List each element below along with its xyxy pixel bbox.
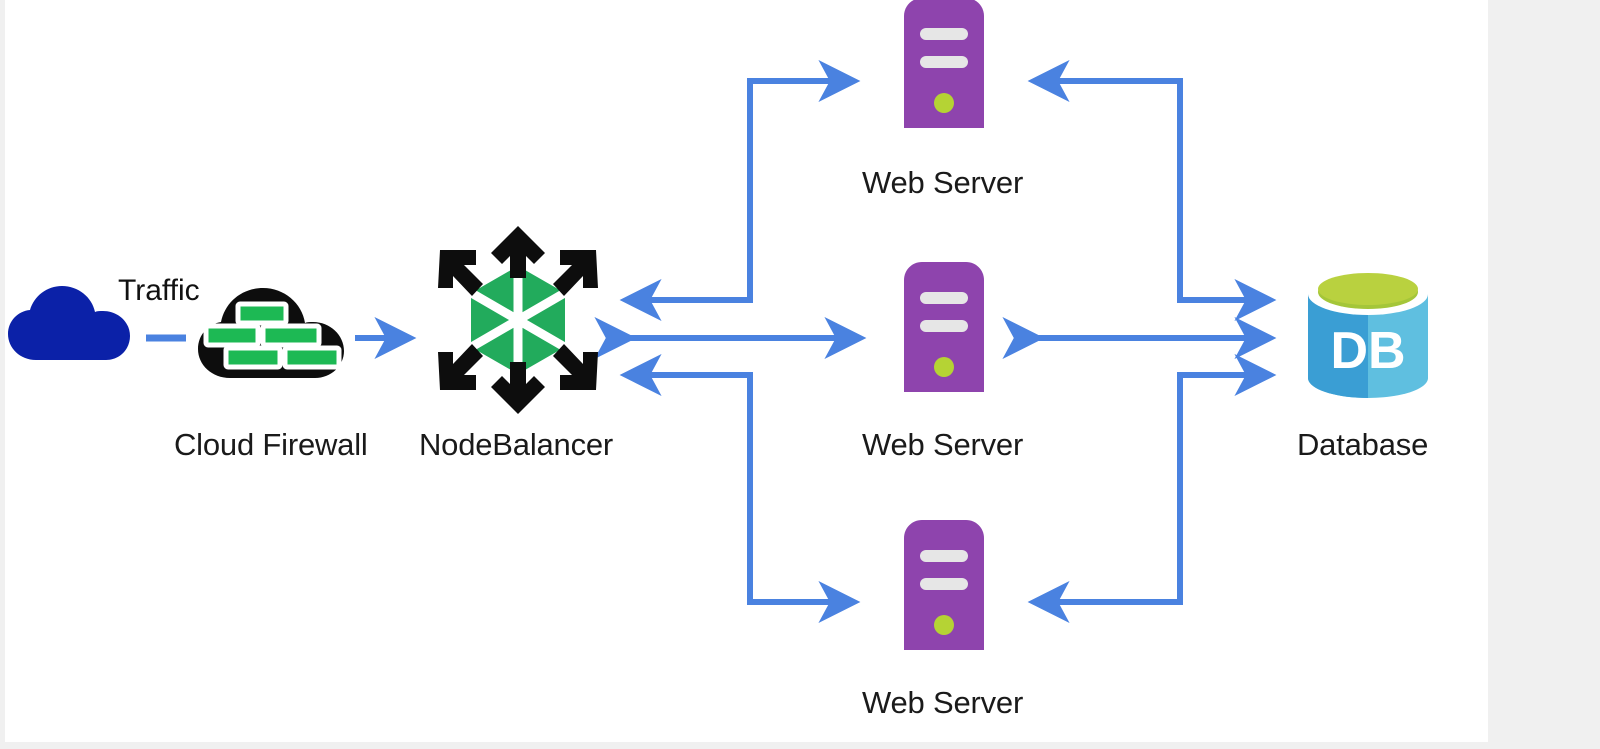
cloud-firewall-icon-box[interactable] [196, 288, 346, 380]
label-database: Database [1297, 427, 1429, 462]
database-icon: DB [1308, 273, 1428, 398]
server-icon [904, 0, 984, 128]
server-icon-box-middle[interactable] [904, 262, 984, 392]
label-web-server-middle: Web Server [862, 427, 1024, 462]
server-icon-box-bottom[interactable] [904, 520, 984, 650]
label-nodebalancer: NodeBalancer [419, 427, 614, 462]
nodebalancer-icon-box[interactable] [430, 226, 606, 414]
label-cloud-firewall: Cloud Firewall [174, 427, 368, 462]
server-icon-box-top[interactable] [904, 0, 984, 128]
database-icon-box[interactable]: DB [1308, 272, 1428, 400]
server-icon [904, 520, 984, 650]
database-label-text: DB [1330, 322, 1405, 380]
label-web-server-top: Web Server [862, 165, 1024, 200]
cloud-icon [8, 286, 130, 360]
traffic-cloud-icon-box[interactable] [8, 286, 138, 362]
server-icon [904, 262, 984, 392]
traffic-label: Traffic [118, 274, 200, 307]
nodebalancer-icon [438, 226, 598, 414]
label-web-server-bottom: Web Server [862, 685, 1024, 720]
cloud-firewall-icon [198, 288, 344, 378]
